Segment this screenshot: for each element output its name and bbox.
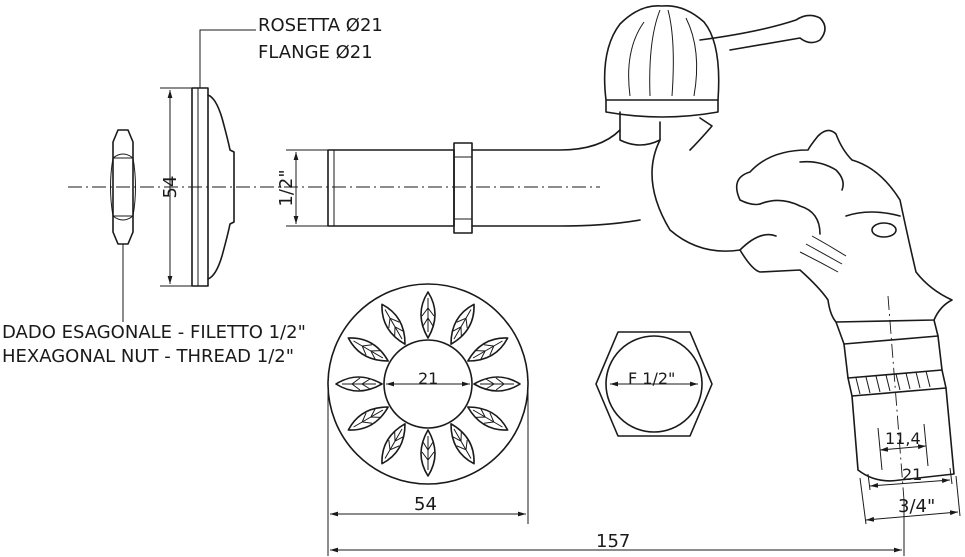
flange-label-en: FLANGE Ø21 <box>258 42 373 63</box>
rosette-petal-vein <box>472 340 503 360</box>
rosette-petal-vein <box>353 408 384 428</box>
hex-nut-side-view <box>110 129 136 245</box>
outlet-nozzle <box>835 295 955 501</box>
rosette-petal <box>467 337 509 362</box>
rosette-petal <box>467 406 509 431</box>
rosette-petal-vein <box>421 436 435 470</box>
rosette-petal <box>335 376 383 392</box>
nut-label-it: DADO ESAGONALE - FILETTO 1/2" <box>2 322 306 343</box>
flange-height-value: 54 <box>160 176 181 199</box>
hex-nut-front-view <box>595 331 713 437</box>
outlet-dimensions <box>859 423 961 525</box>
rosette-petal-vein <box>452 428 472 459</box>
nut-thread-value: F 1/2" <box>628 369 675 388</box>
rosette-outer-dimension <box>327 384 529 524</box>
rosette-petal-vein <box>452 309 472 340</box>
rosette-petal <box>381 303 406 345</box>
tap-spout <box>651 129 953 323</box>
nut-label-en: HEXAGONAL NUT - THREAD 1/2" <box>2 346 294 367</box>
outlet-inner-value: 11,4 <box>885 429 921 448</box>
rosette-petal <box>381 423 406 465</box>
flange-side-view <box>191 87 235 287</box>
rosette-petal-vein <box>421 298 435 332</box>
rosette-petal-vein <box>384 428 404 459</box>
overall-length-dimension <box>327 500 905 556</box>
rosette-outer-value: 54 <box>414 494 437 515</box>
flange-label-it: ROSETTA Ø21 <box>258 15 383 36</box>
rosette-petal <box>450 423 475 465</box>
inlet-thread-value: 1/2" <box>276 169 297 206</box>
rosette-inner-value: 21 <box>418 369 438 388</box>
rosette-petal <box>347 337 389 362</box>
outlet-mid-value: 21 <box>902 465 922 484</box>
rosette-petal <box>450 303 475 345</box>
rosette-petal-vein <box>472 408 503 428</box>
overall-length-value: 157 <box>596 531 630 552</box>
rosette-petal-vein <box>353 340 384 360</box>
rosette-petal <box>347 406 389 431</box>
rosette-petal <box>420 429 436 477</box>
tap-inlet-thread <box>327 129 641 234</box>
flange-height-dimension <box>160 87 192 287</box>
rosette-petal-vein <box>342 377 376 391</box>
tap-handle <box>603 5 826 151</box>
inlet-thread-dimension <box>286 149 328 227</box>
rosette-petal <box>420 291 436 339</box>
rosette-petal-vein <box>480 377 514 391</box>
rosette-petal-vein <box>384 309 404 340</box>
outlet-thread-value: 3/4" <box>898 496 935 517</box>
rosette-petal <box>473 376 521 392</box>
rosette-front-view <box>327 283 529 485</box>
flange-leader-line <box>199 29 256 88</box>
